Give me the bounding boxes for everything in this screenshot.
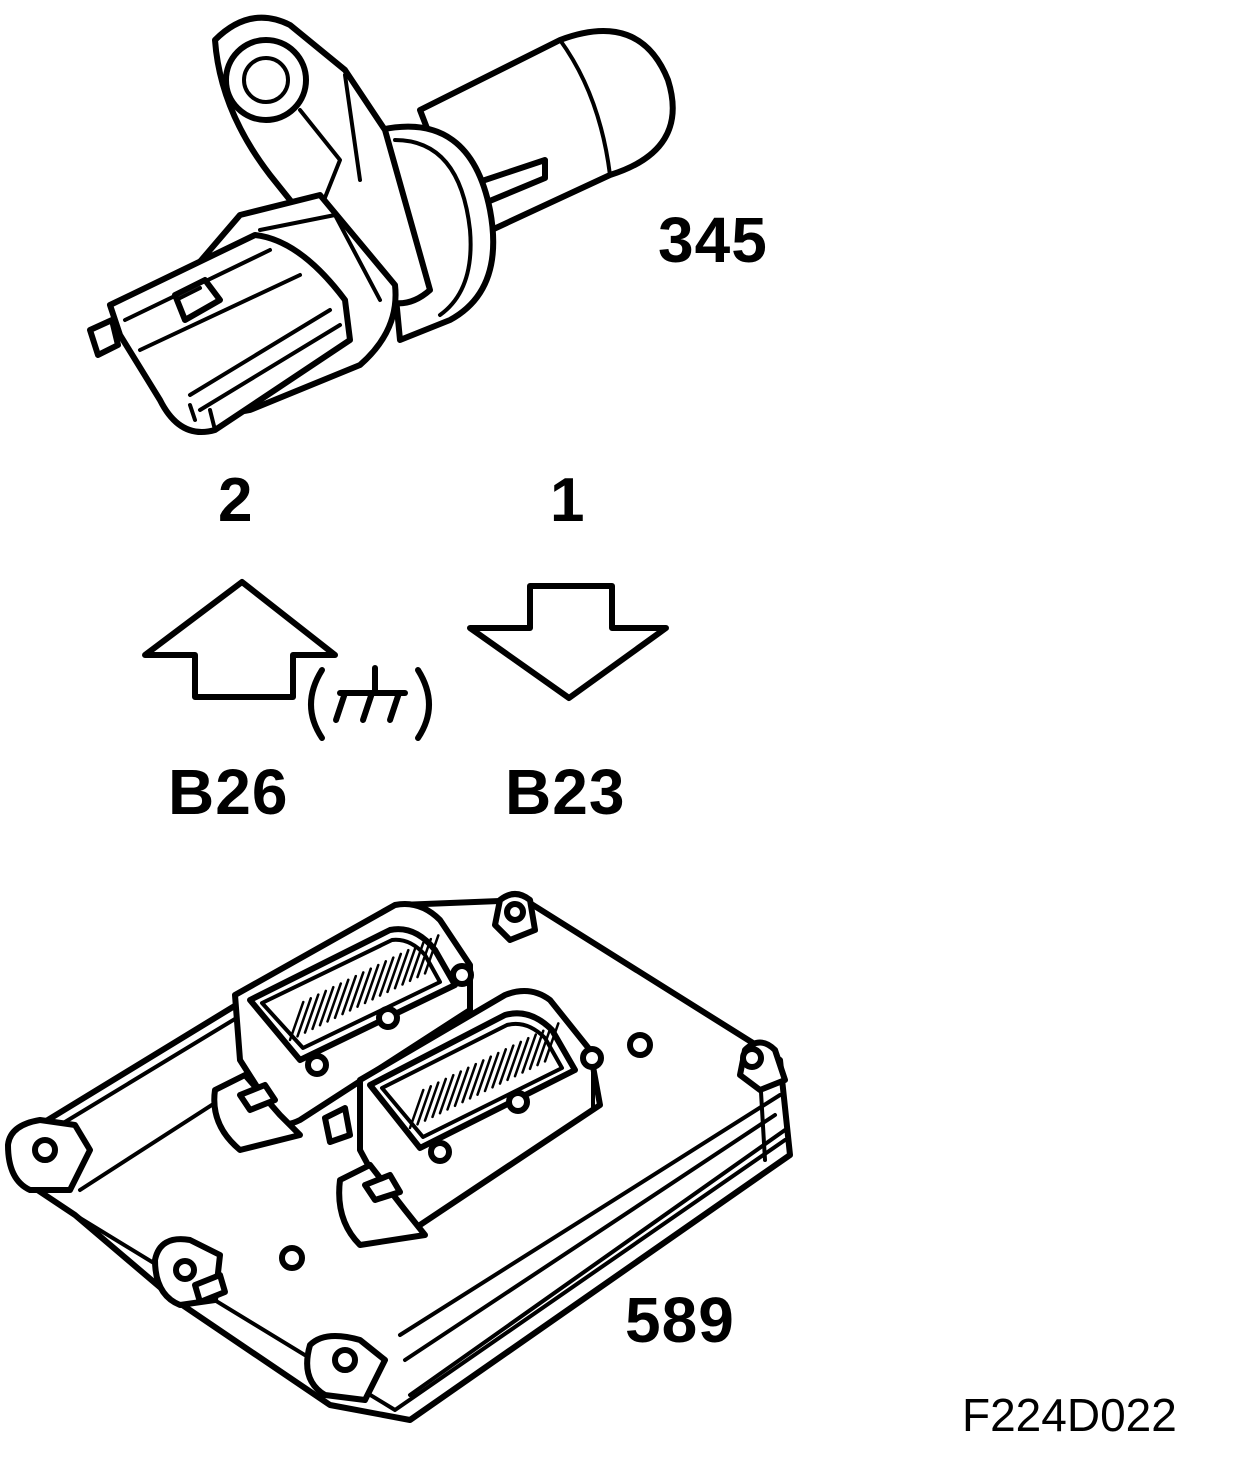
terminal-label-right: B23 — [505, 756, 626, 828]
arrow-down-icon — [467, 583, 669, 701]
signal-arrows — [142, 579, 669, 741]
sensor-number: 345 — [658, 204, 768, 276]
ecu-illustration — [5, 891, 793, 1423]
ecu-number: 589 — [625, 1284, 735, 1356]
pin-label-right: 1 — [550, 466, 585, 535]
ground-icon — [308, 665, 432, 741]
arrow-up-icon — [142, 579, 338, 700]
pin-label-left: 2 — [218, 466, 253, 535]
figure-id: F224D022 — [962, 1389, 1177, 1441]
terminal-label-left: B26 — [168, 756, 289, 828]
sensor-illustration — [87, 14, 676, 435]
